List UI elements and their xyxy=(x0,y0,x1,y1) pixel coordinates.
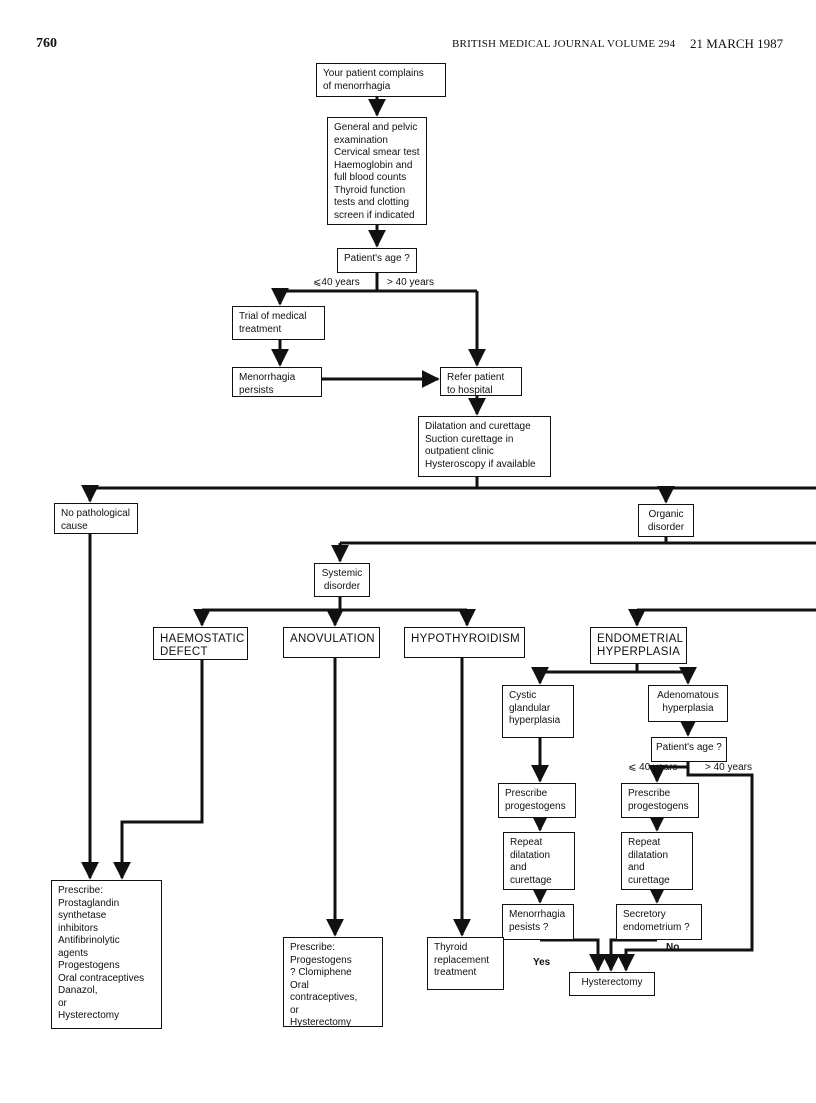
no-pathological-cause-box: No pathological cause xyxy=(54,503,138,534)
prescribe-progestogens-box-2: Prescribe progestogens xyxy=(621,783,699,818)
menorrhagia-pesists-box: Menorrhagia pesists ? xyxy=(502,904,574,940)
hypothyroidism-box: HYPOTHYROIDISM xyxy=(404,627,525,658)
issue-date: 21 MARCH 1987 xyxy=(690,36,784,51)
page-header: 760 BRITISH MEDICAL JOURNAL VOLUME 294 2… xyxy=(0,36,816,56)
adenomatous-hyperplasia-box: Adenomatous hyperplasia xyxy=(648,685,728,722)
repeat-dc-box-2: Repeat dilatation and curettage xyxy=(621,832,693,890)
examination-box: General and pelvic examination Cervical … xyxy=(327,117,427,225)
trial-treatment-box: Trial of medical treatment xyxy=(232,306,325,340)
age-gt40-label: > 40 years xyxy=(387,277,434,288)
hysterectomy-box: Hysterectomy xyxy=(569,972,655,996)
yes-label: Yes xyxy=(533,957,551,968)
haemostatic-defect-box: HAEMOSTATIC DEFECT xyxy=(153,627,248,660)
organic-disorder-box: Organic disorder xyxy=(638,504,694,537)
secretory-endometrium-box: Secretory endometrium ? xyxy=(616,904,702,940)
prescribe-progestogens-box-1: Prescribe progestogens xyxy=(498,783,576,818)
no-label: No xyxy=(666,942,680,953)
anovulation-box: ANOVULATION xyxy=(283,627,380,658)
prescribe-main-box: Prescribe: Prostaglandin synthetase inhi… xyxy=(51,880,162,1029)
complaint-box: Your patient complains of menorrhagia xyxy=(316,63,446,97)
age-le40-label-2: ⩽ 40 years xyxy=(628,762,678,773)
systemic-disorder-box: Systemic disorder xyxy=(314,563,370,597)
refer-hospital-box: Refer patient to hospital xyxy=(440,367,522,396)
patient-age-box-2: Patient's age ? xyxy=(651,737,727,762)
cystic-hyperplasia-box: Cystic glandular hyperplasia xyxy=(502,685,574,738)
page-number: 760 xyxy=(36,36,57,51)
endometrial-hyperplasia-box: ENDOMETRIAL HYPERPLASIA xyxy=(590,627,687,664)
dilatation-curettage-box: Dilatation and curettage Suction curetta… xyxy=(418,416,551,477)
menorrhagia-persists-box: Menorrhagia persists xyxy=(232,367,322,397)
repeat-dc-box-1: Repeat dilatation and curettage xyxy=(503,832,575,890)
age-le40-label: ⩽40 years xyxy=(313,277,360,288)
journal-title: BRITISH MEDICAL JOURNAL VOLUME 294 xyxy=(452,38,676,50)
patient-age-box: Patient's age ? xyxy=(337,248,417,273)
thyroid-replacement-box: Thyroid replacement treatment xyxy=(427,937,504,990)
prescribe-anovulation-box: Prescribe: Progestogens ? Clomiphene Ora… xyxy=(283,937,383,1028)
age-gt40-label-2: > 40 years xyxy=(705,762,752,773)
